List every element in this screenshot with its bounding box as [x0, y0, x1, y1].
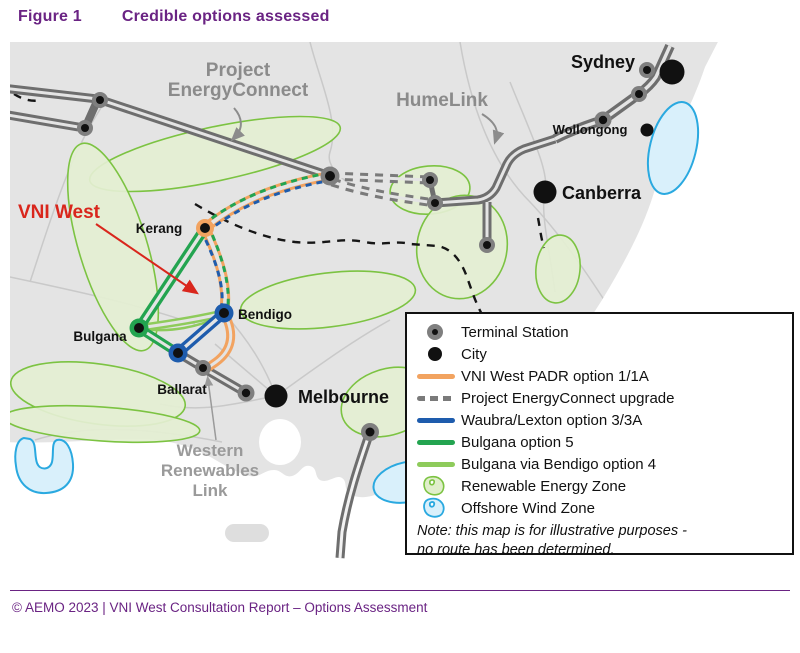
legend-item-bulgana-bendigo-4: Bulgana via Bendigo option 4	[417, 453, 784, 475]
label-bendigo: Bendigo	[238, 307, 292, 322]
footer-citation: © AEMO 2023 | VNI West Consultation Repo…	[12, 600, 428, 615]
legend-item-rez: Renewable Energy Zone	[417, 475, 784, 497]
legend-item-waubra-lexton: Waubra/Lexton option 3/3A	[417, 409, 784, 431]
figure-title-row: Figure 1 Credible options assessed	[18, 8, 330, 26]
gray-dashed-line-icon	[417, 395, 455, 401]
label-project-energyconnect: Project	[206, 60, 271, 81]
legend-item-pec-upgrade: Project EnergyConnect upgrade	[417, 387, 784, 409]
option-nodes	[129, 219, 234, 363]
option3-blue-lines	[174, 309, 228, 357]
legend-note: Note: this map is for illustrative purpo…	[417, 523, 687, 558]
offshore-blob-icon	[423, 497, 445, 518]
terminal-station-icon	[427, 324, 443, 340]
island-blob	[225, 524, 269, 542]
annotation-arrows	[95, 107, 505, 441]
label-project-energyconnect-2: EnergyConnect	[168, 80, 309, 101]
label-wrl-3: Link	[193, 481, 228, 500]
legend-item-vni-west-padr: VNI West PADR option 1/1A	[417, 365, 784, 387]
pec-upgrade-dashed	[329, 171, 436, 208]
footer-divider	[10, 590, 790, 591]
city-icon	[428, 347, 442, 361]
wrl-arrow	[204, 375, 217, 441]
label-wrl-1: Western	[177, 441, 244, 460]
orange-line-icon	[417, 373, 455, 379]
label-kerang: Kerang	[136, 221, 183, 236]
label-wrl-2: Renewables	[161, 461, 259, 480]
label-vni-west: VNI West	[18, 202, 101, 223]
rez-blob-icon	[423, 475, 445, 496]
label-humelink: HumeLink	[396, 90, 488, 111]
legend-item-city: City	[417, 343, 784, 365]
label-wollongong: Wollongong	[553, 122, 628, 137]
label-canberra: Canberra	[562, 183, 642, 203]
label-sydney: Sydney	[571, 52, 635, 72]
legend-item-offshore: Offshore Wind Zone	[417, 497, 784, 519]
legend-item-bulgana-5: Bulgana option 5	[417, 431, 784, 453]
lightgreen-line-icon	[417, 461, 455, 467]
figure-label: Figure 1	[18, 8, 82, 25]
figure-title: Credible options assessed	[121, 8, 330, 25]
label-ballarat: Ballarat	[157, 382, 207, 397]
blue-line-icon	[417, 417, 455, 423]
legend-item-terminal-station: Terminal Station	[417, 321, 784, 343]
map-legend: Terminal Station City VNI West PADR opti…	[405, 312, 794, 558]
label-bulgana: Bulgana	[73, 329, 127, 344]
terminal-stations	[77, 62, 655, 441]
port-phillip-bay	[259, 419, 301, 465]
vni-west-arrow	[95, 223, 199, 295]
label-melbourne: Melbourne	[298, 387, 389, 407]
city-dots	[264, 59, 685, 408]
green-line-icon	[417, 439, 455, 445]
